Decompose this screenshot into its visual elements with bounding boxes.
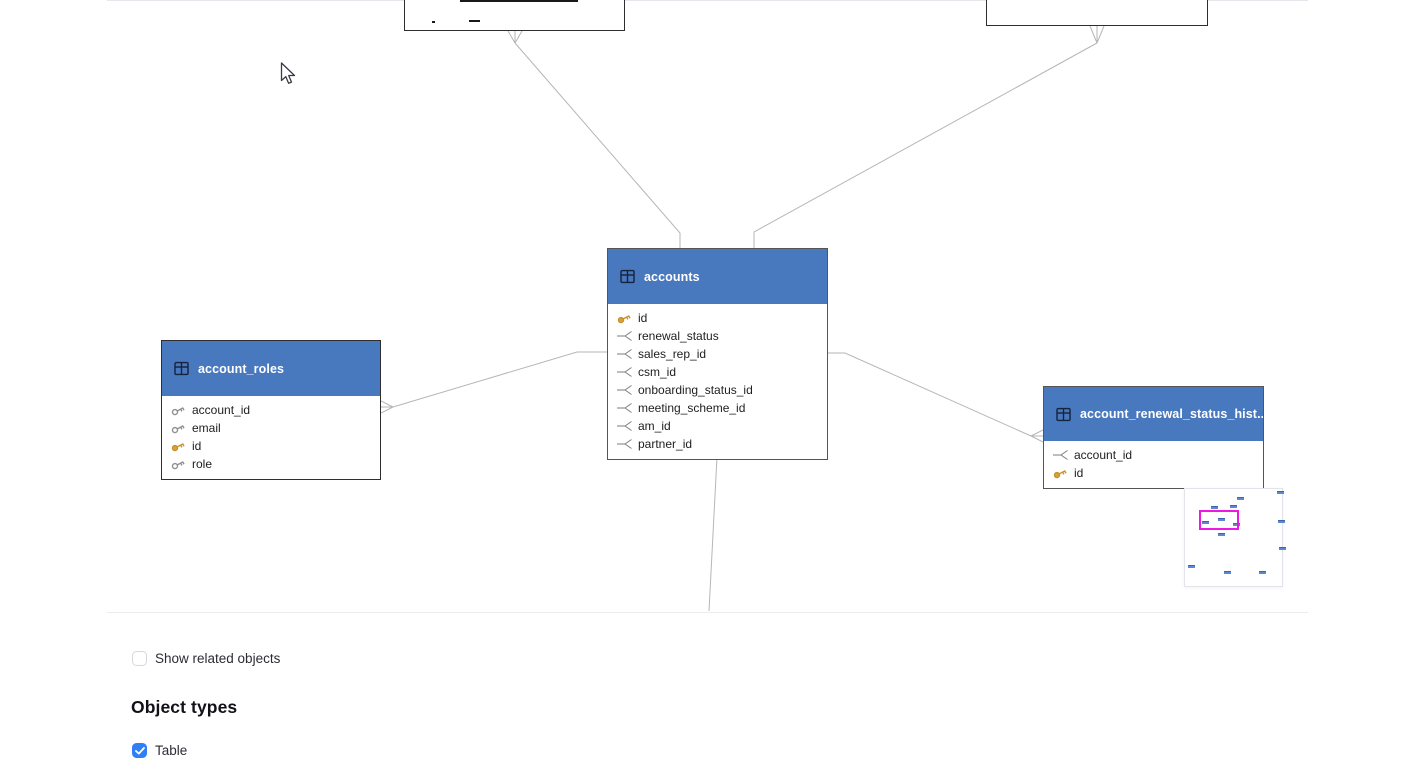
table-row: am_id [616, 417, 827, 435]
many-icon [1052, 448, 1068, 463]
minimap-viewport[interactable] [1199, 510, 1239, 530]
table-row: renewal_status [616, 327, 827, 345]
many-icon [616, 401, 632, 416]
minimap-table-mark [1230, 505, 1237, 508]
field-name: account_id [1074, 448, 1133, 462]
canvas-bottom-border [107, 612, 1308, 613]
table-title: account_roles [198, 361, 285, 376]
table-field-list: account_id id [1044, 441, 1263, 488]
key-icon [170, 403, 186, 418]
minimap-table-mark [1279, 547, 1286, 550]
table-field-list: account_id email id role [162, 396, 380, 479]
table-row: meeting_scheme_id [616, 399, 827, 417]
field-name: id [638, 311, 648, 325]
many-icon [616, 329, 632, 344]
field-name: role [192, 457, 213, 471]
minimap-table-mark [1202, 521, 1209, 524]
minimap-table-mark [1224, 571, 1231, 574]
show-related-objects-row: Show related objects [132, 651, 280, 666]
many-icon [616, 419, 632, 434]
object-types-heading: Object types [131, 697, 238, 717]
primary-key-icon [170, 439, 186, 454]
field-name: csm_id [638, 365, 677, 379]
key-icon [170, 421, 186, 436]
table-type-label: Table [155, 743, 188, 758]
clipped-text-fragment [432, 21, 435, 23]
primary-key-icon [616, 311, 632, 326]
minimap-table-mark [1218, 533, 1225, 536]
table-row: partner_id [616, 435, 827, 453]
checkmark-icon [134, 746, 145, 754]
minimap-table-mark [1188, 565, 1195, 568]
field-name: id [192, 439, 202, 453]
table-header[interactable]: account_renewal_status_hist... [1044, 387, 1263, 441]
clipped-element-edge [460, 0, 578, 2]
table-type-checkbox[interactable] [132, 743, 147, 758]
table-row: id [616, 309, 827, 327]
field-name: meeting_scheme_id [638, 401, 746, 415]
minimap-table-mark [1278, 520, 1285, 523]
canvas-top-border [107, 0, 1308, 1]
field-name: id [1074, 466, 1084, 480]
table-row: email [170, 419, 380, 437]
field-name: partner_id [638, 437, 693, 451]
many-icon [616, 383, 632, 398]
table-row: role [170, 455, 380, 473]
key-icon [170, 457, 186, 472]
object-type-table-row: Table [132, 743, 187, 758]
table-row: id [170, 437, 380, 455]
field-name: account_id [192, 403, 251, 417]
table-icon [620, 269, 635, 284]
field-name: am_id [638, 419, 671, 433]
table-row: csm_id [616, 363, 827, 381]
table-node-accounts[interactable]: accounts id renewal_status sales_rep_id [607, 248, 828, 460]
minimap-table-mark [1218, 518, 1225, 521]
relationship-edges [380, 25, 1105, 612]
clipped-text-fragment [469, 20, 480, 22]
table-icon [174, 361, 189, 376]
minimap-table-mark [1237, 497, 1244, 500]
table-title: account_renewal_status_hist... [1080, 407, 1263, 421]
primary-key-icon [1052, 466, 1068, 481]
minimap-table-mark [1259, 571, 1266, 574]
table-field-list: id renewal_status sales_rep_id csm_id on… [608, 304, 827, 459]
table-row: onboarding_status_id [616, 381, 827, 399]
table-node-account-roles[interactable]: account_roles account_id email id [161, 340, 381, 480]
table-row: sales_rep_id [616, 345, 827, 363]
table-node-account-renewal-status-history[interactable]: account_renewal_status_hist... account_i… [1043, 386, 1264, 489]
show-related-objects-label: Show related objects [155, 651, 281, 666]
table-node-clipped-top-right[interactable] [986, 0, 1208, 26]
table-header[interactable]: accounts [608, 249, 827, 304]
many-icon [616, 347, 632, 362]
table-row: account_id [1052, 446, 1263, 464]
field-name: sales_rep_id [638, 347, 707, 361]
field-name: renewal_status [638, 329, 719, 343]
table-title: accounts [644, 269, 700, 284]
table-icon [1056, 407, 1071, 422]
mouse-cursor [280, 62, 298, 91]
table-node-clipped-top-left[interactable] [404, 0, 625, 31]
er-diagram-canvas[interactable]: accounts id renewal_status sales_rep_id [0, 0, 1401, 613]
table-row: id [1052, 464, 1263, 482]
minimap-table-mark [1211, 506, 1218, 509]
minimap-table-mark [1233, 523, 1240, 526]
show-related-objects-checkbox[interactable] [132, 651, 147, 666]
field-name: email [192, 421, 221, 435]
table-row: account_id [170, 401, 380, 419]
minimap[interactable] [1184, 488, 1286, 587]
minimap-table-mark [1277, 491, 1284, 494]
table-header[interactable]: account_roles [162, 341, 380, 396]
many-icon [616, 365, 632, 380]
many-icon [616, 437, 632, 452]
field-name: onboarding_status_id [638, 383, 753, 397]
